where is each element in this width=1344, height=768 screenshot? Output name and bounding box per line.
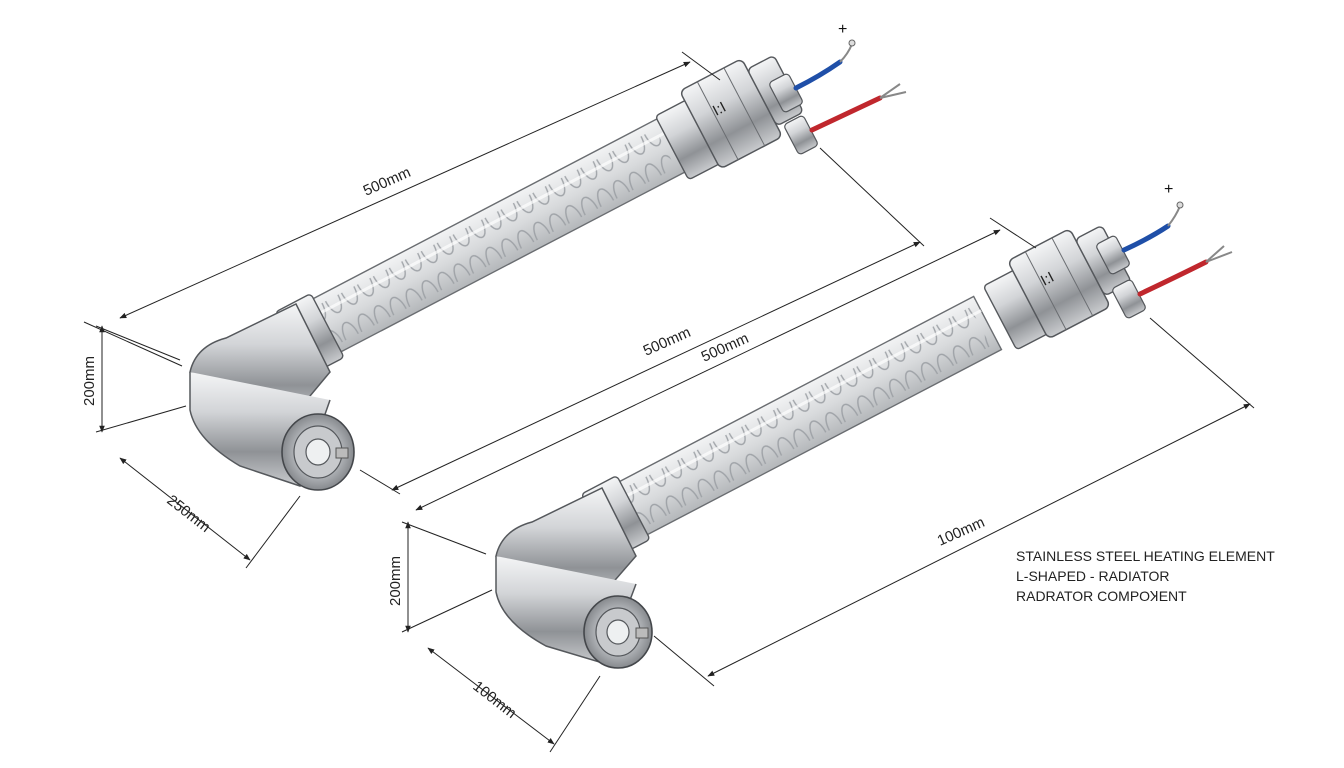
caption-line-1: STAINLESS STEEL HEATING ELEMENT [1016, 548, 1275, 564]
dim-label-bottom-length: 100mm [935, 514, 988, 550]
positive-sign-bottom: + [1164, 181, 1173, 198]
product-caption: STAINLESS STEEL HEATING ELEMENT L-SHAPED… [1016, 546, 1275, 606]
caption-line-3: RADRATOR COMPOꞰENT [1016, 588, 1187, 604]
dim-label-bottom-leg: 100mm [470, 678, 520, 722]
caption-line-2: L-SHAPED - RADIATOR [1016, 568, 1170, 584]
dim-label-middle-a: 500mm [641, 324, 694, 360]
dim-line-bottom-leg [427, 647, 555, 745]
dim-label-top-length: 500mm [361, 164, 414, 200]
wire-positive-bottom [1121, 223, 1171, 253]
wire-negative-bottom [1137, 259, 1209, 297]
dim-line-top-length [119, 61, 691, 319]
dim-line-bottom-length [707, 403, 1251, 677]
positive-sign-top: + [838, 21, 847, 38]
end-cap-bottom [583, 595, 653, 669]
dim-label-middle-b: 500mm [699, 330, 752, 366]
dim-label-top-height: 200mm [81, 356, 98, 406]
dimension-lines [83, 51, 1255, 753]
end-cap-top [281, 413, 355, 491]
dim-label-bottom-height: 200mm [387, 556, 404, 606]
wire-negative-top [809, 95, 883, 133]
dim-line-top-leg [119, 457, 251, 561]
wire-positive-top [793, 59, 843, 91]
dim-label-top-leg: 250mm [164, 492, 214, 536]
glass-tube-top [303, 117, 688, 358]
dim-line-middle-b [415, 229, 1001, 511]
